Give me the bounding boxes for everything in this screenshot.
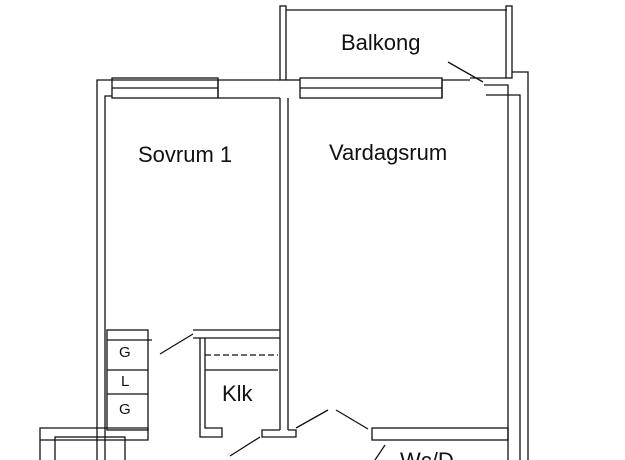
bedroom-door-swing bbox=[159, 333, 194, 355]
top-wall bbox=[96, 77, 521, 460]
wardrobe-label: G bbox=[119, 401, 131, 418]
room-label-living-room: Vardagsrum bbox=[329, 140, 448, 165]
closet-outline bbox=[193, 329, 280, 457]
room-label-balcony: Balkong bbox=[341, 30, 421, 55]
closet-door-swing bbox=[229, 436, 261, 457]
room-label-bedroom: Sovrum 1 bbox=[138, 142, 233, 167]
wardrobe-label: G bbox=[119, 344, 131, 361]
room-label-wc: Wc/D bbox=[400, 450, 454, 460]
wardrobe-block bbox=[39, 329, 194, 460]
wc-wall bbox=[295, 409, 509, 460]
balcony-outline bbox=[279, 5, 529, 460]
living-door-swing-right bbox=[335, 409, 369, 430]
wardrobe-label: L bbox=[121, 373, 130, 390]
room-label-closet: Klk bbox=[222, 381, 253, 406]
balcony-door-swing bbox=[447, 61, 484, 83]
middle-wall bbox=[261, 98, 297, 438]
living-door-swing-left bbox=[295, 409, 329, 429]
